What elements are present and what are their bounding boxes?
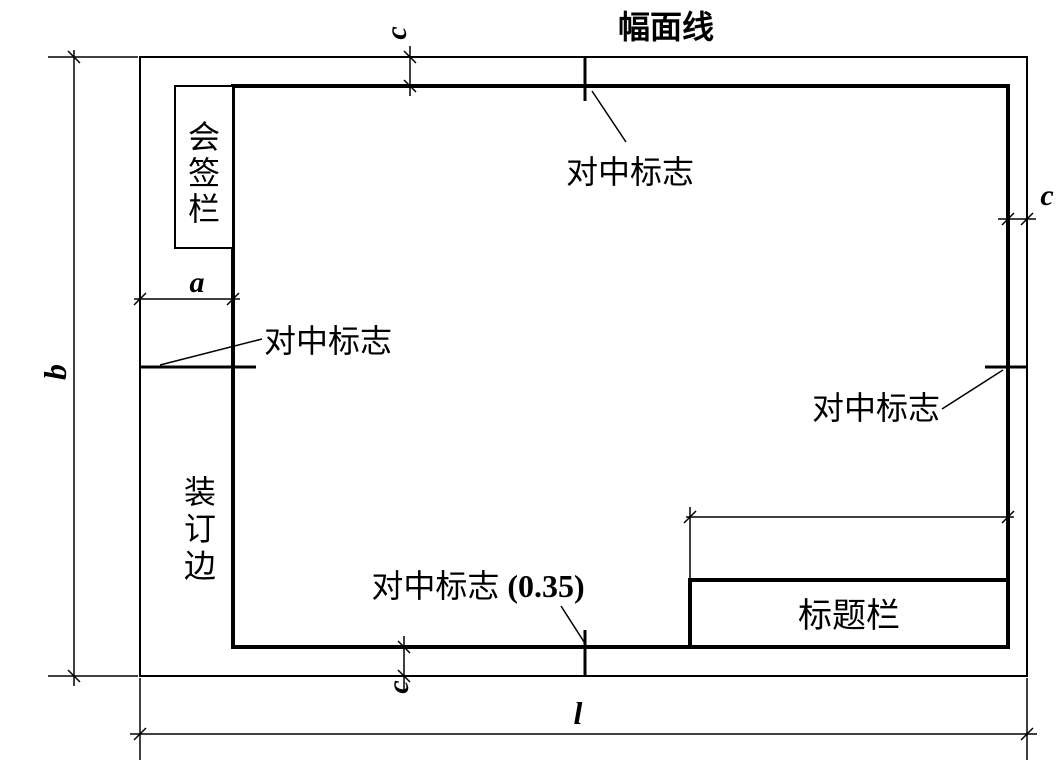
dim-c-top-label: c xyxy=(380,26,413,39)
dim-c-bottom-label: c xyxy=(382,680,415,693)
dim-b-label: b xyxy=(37,364,73,380)
center-mark-bottom-leader xyxy=(560,605,587,646)
sheet-border-label: 幅面线 xyxy=(618,8,714,46)
center-mark-left-label: 对中标志 xyxy=(264,322,392,360)
center-mark-right-leader xyxy=(941,369,1004,410)
title-block-tick-right xyxy=(1001,510,1015,524)
dim-c-right-tick-2 xyxy=(1020,212,1034,226)
countersign-block xyxy=(174,85,234,249)
countersign-char-3: 栏 xyxy=(188,190,220,228)
dim-a-tick-left xyxy=(133,292,147,306)
center-mark-right-label: 对中标志 xyxy=(812,389,940,427)
dim-c-top-tick-2 xyxy=(403,79,417,93)
center-mark-left-leader xyxy=(159,338,263,366)
dim-l-tick-left xyxy=(133,727,147,741)
dim-b-tick-top xyxy=(67,50,81,64)
dim-c-right-tick-1 xyxy=(1001,212,1015,226)
dim-c-bottom-tick-2 xyxy=(397,669,411,683)
countersign-char-1: 会 xyxy=(188,118,220,156)
center-mark-bottom-label: 对中标志(0.35) xyxy=(371,567,584,605)
center-mark-top-leader xyxy=(591,90,627,143)
dim-c-top-tick-1 xyxy=(403,50,417,64)
countersign-char-2: 签 xyxy=(188,154,220,192)
dim-a-tick-right xyxy=(226,292,240,306)
binding-edge-char-1: 装 xyxy=(184,473,216,511)
dim-l-tick-right xyxy=(1020,727,1034,741)
dim-b-tick-bottom xyxy=(67,669,81,683)
title-block-label: 标题栏 xyxy=(798,596,900,636)
title-block xyxy=(688,578,1010,649)
dim-c-bottom-tick-1 xyxy=(397,640,411,654)
dim-l-label: l xyxy=(574,695,583,731)
binding-edge-char-2: 订 xyxy=(184,510,216,548)
center-mark-top-label: 对中标志 xyxy=(566,153,694,191)
title-block-tick-left xyxy=(683,510,697,524)
binding-edge-char-3: 边 xyxy=(184,547,216,585)
dim-a-label: a xyxy=(190,266,205,299)
dim-c-right-label: c xyxy=(1040,179,1053,212)
